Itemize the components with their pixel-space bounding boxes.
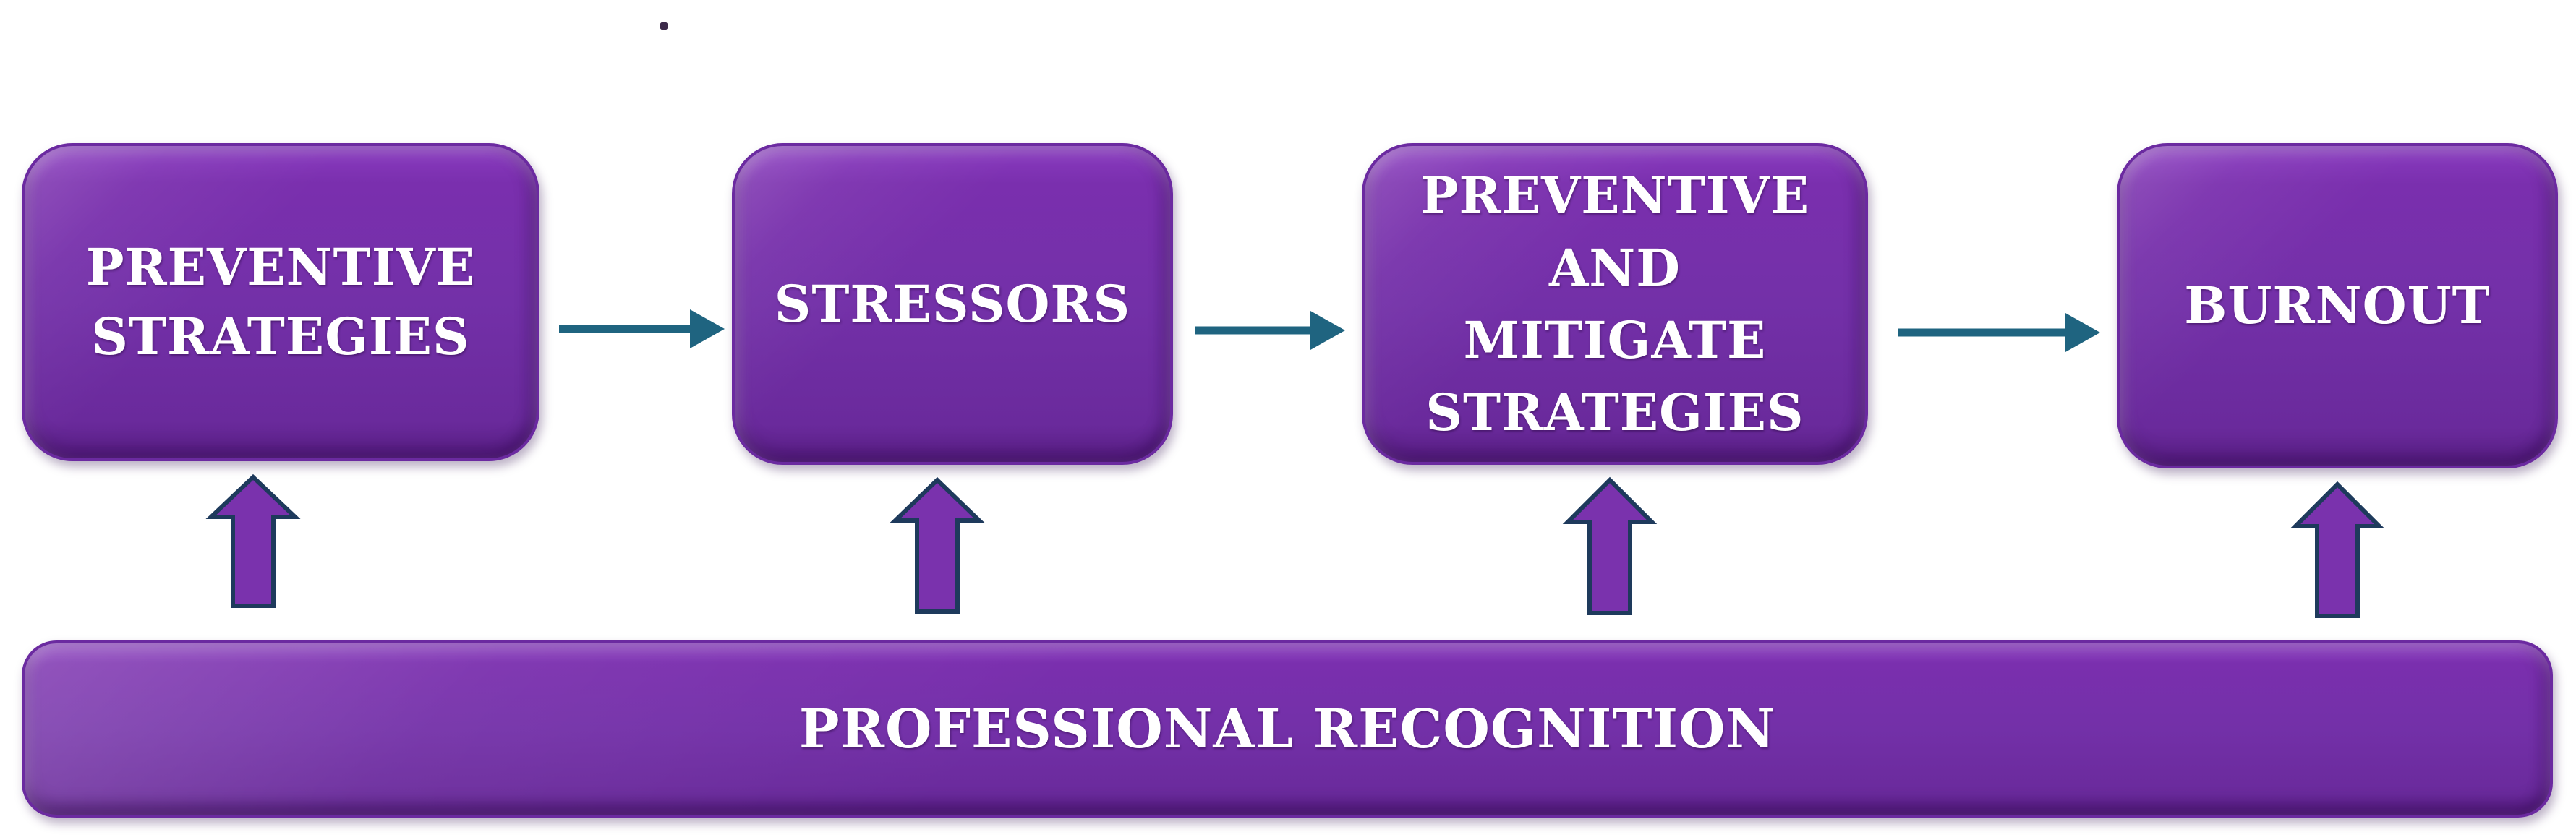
node-label: PREVENTIVE STRATEGIES bbox=[85, 237, 476, 367]
base-professional-recognition: PROFESSIONAL RECOGNITION bbox=[22, 640, 2553, 818]
base-label: PROFESSIONAL RECOGNITION bbox=[798, 698, 1776, 760]
node-stressors: STRESSORS bbox=[732, 143, 1173, 465]
node-label: STRESSORS bbox=[774, 273, 1131, 334]
stray-dot bbox=[660, 22, 668, 30]
node-label: BURNOUT bbox=[2184, 275, 2491, 335]
node-preventive-strategies: PREVENTIVE STRATEGIES bbox=[22, 143, 539, 461]
node-burnout: BURNOUT bbox=[2117, 143, 2558, 468]
node-preventive-and-mitigate-strategies: PREVENTIVE AND MITIGATE STRATEGIES bbox=[1362, 143, 1868, 465]
flow-arrow-2 bbox=[1195, 311, 1345, 350]
flow-arrow-3 bbox=[1898, 313, 2100, 352]
up-arrow-4 bbox=[2290, 481, 2385, 618]
up-arrow-1 bbox=[205, 473, 301, 608]
up-arrow-2 bbox=[890, 476, 985, 614]
flow-arrow-1 bbox=[559, 309, 725, 348]
up-arrow-3 bbox=[1562, 476, 1658, 615]
node-label: PREVENTIVE AND MITIGATE STRATEGIES bbox=[1420, 165, 1810, 442]
